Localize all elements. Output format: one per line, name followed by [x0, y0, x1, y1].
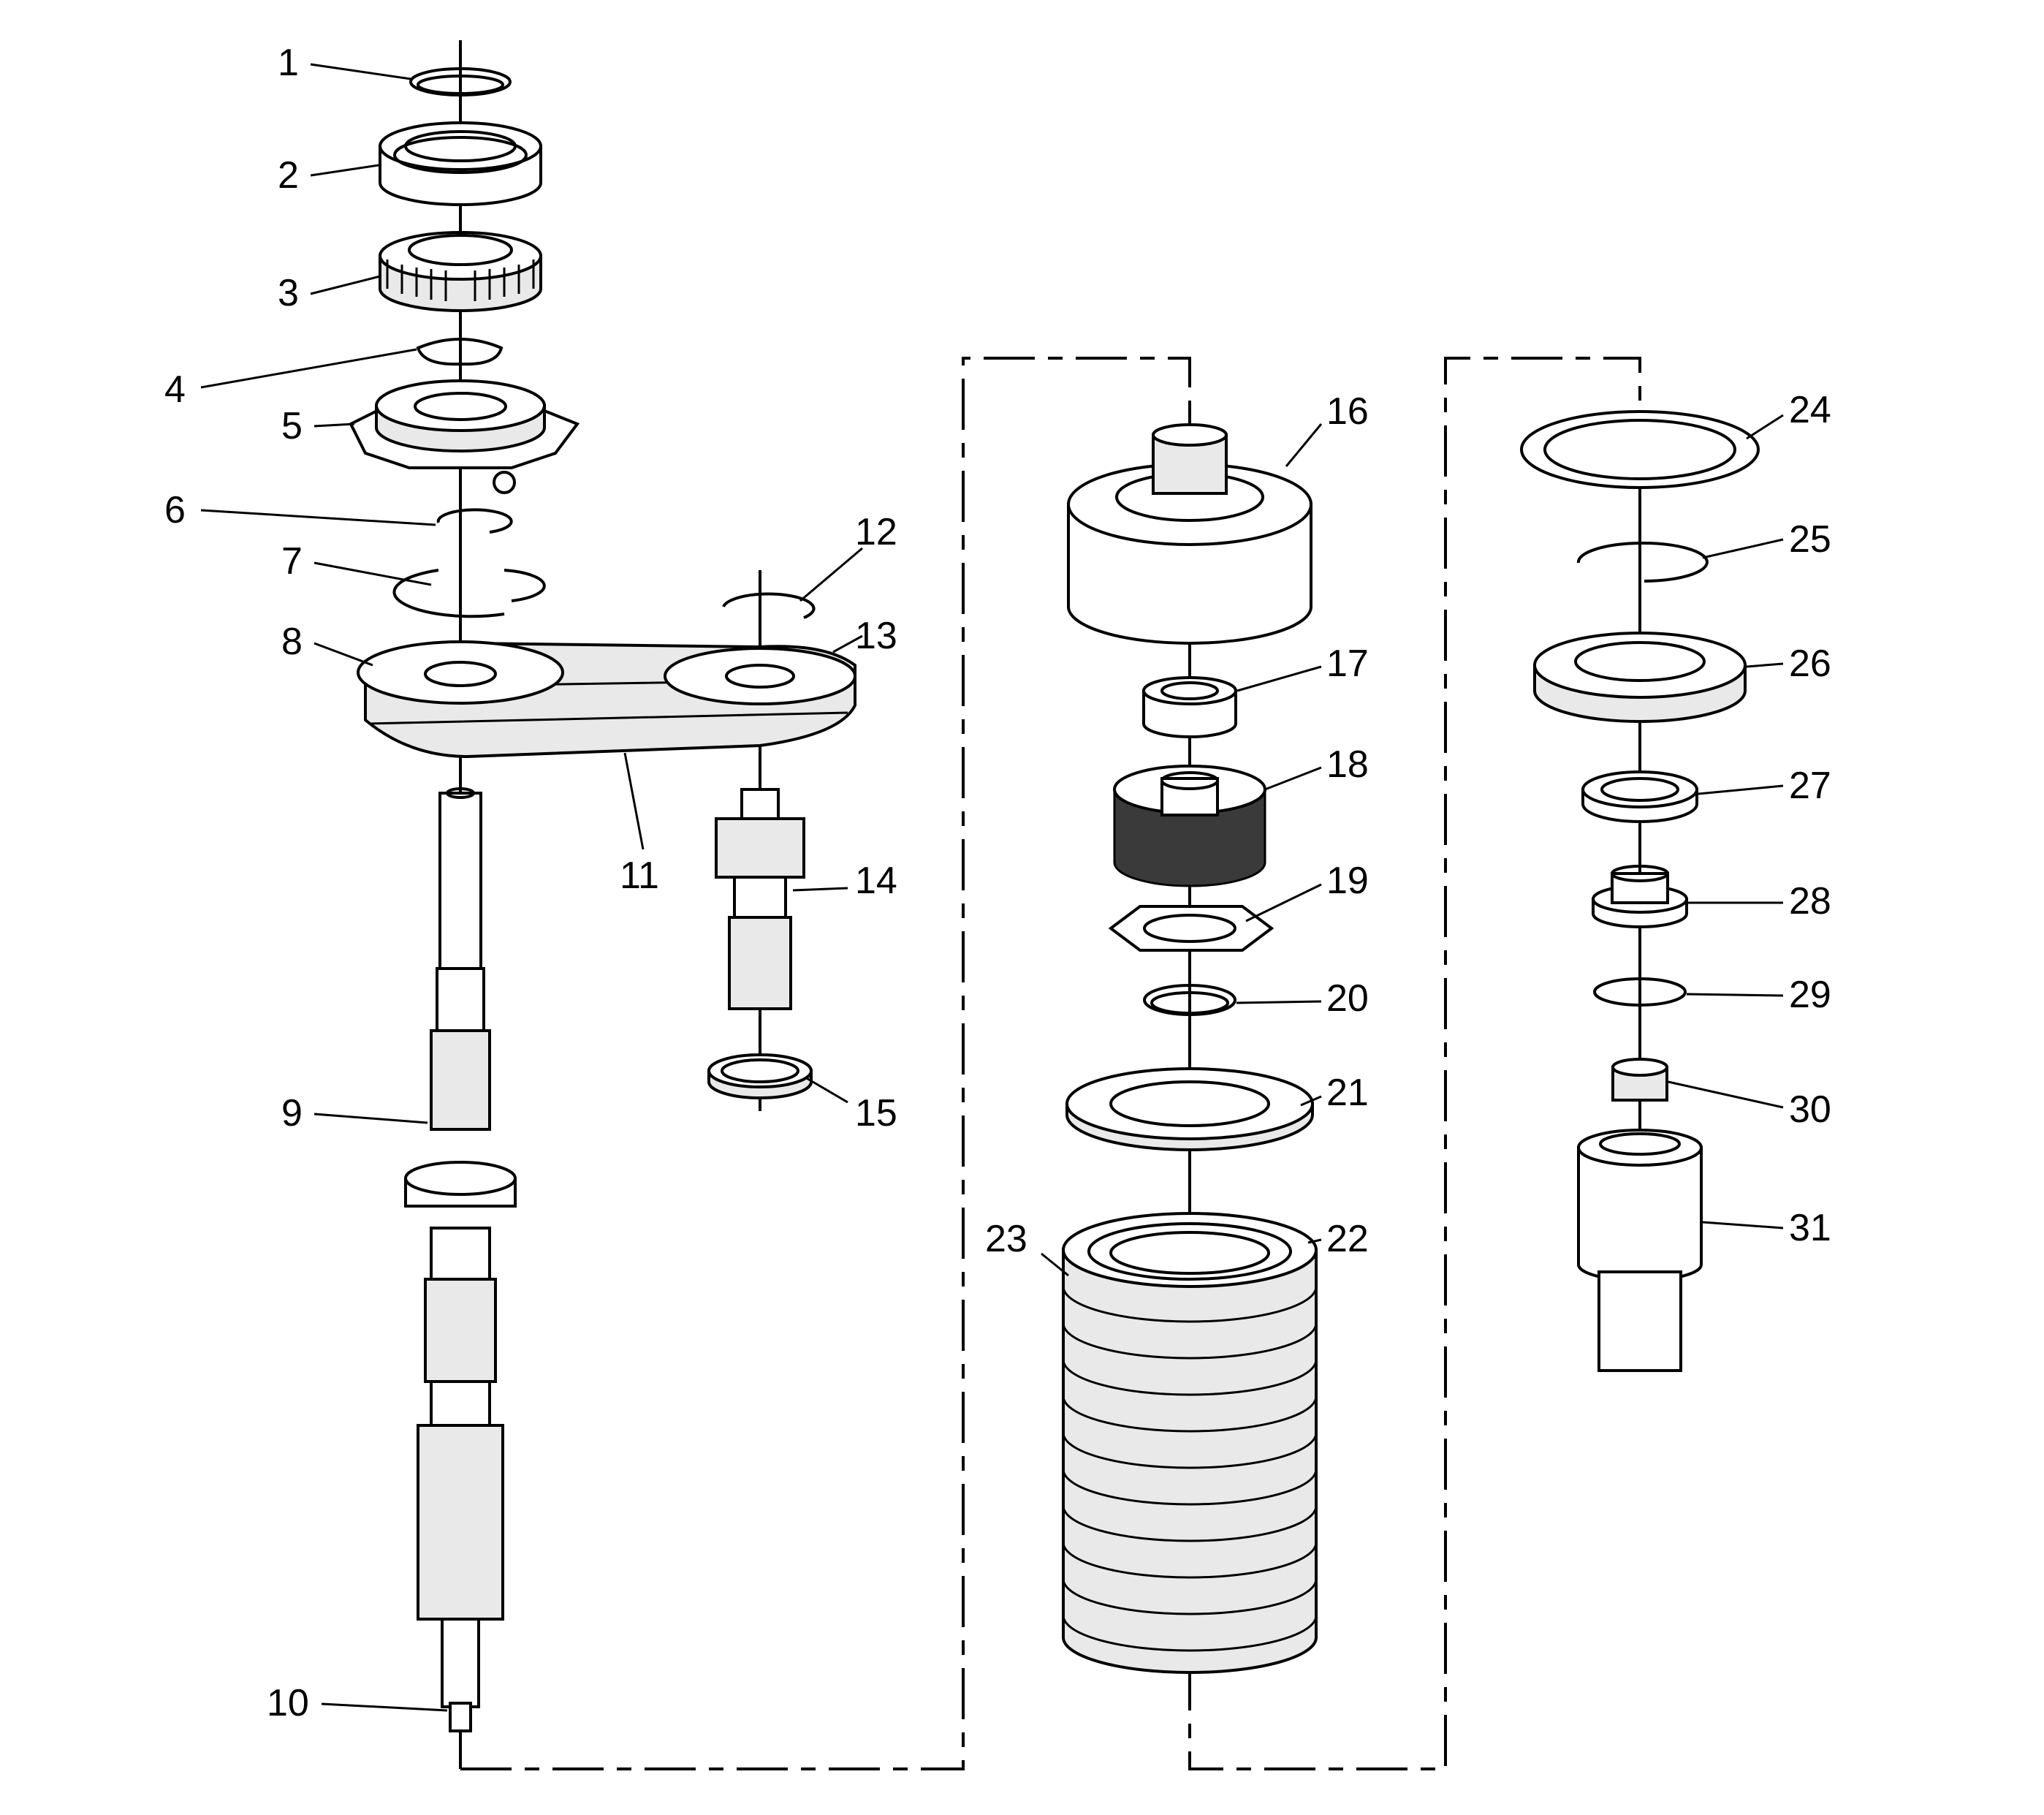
part-15-ring	[707, 1053, 813, 1099]
callout-25: 25	[1789, 518, 1831, 561]
callout-29: 29	[1789, 974, 1831, 1016]
part-4-seal-ring	[416, 338, 504, 366]
part-5-oil-pump-plate	[349, 379, 580, 494]
part-2-bearing	[379, 121, 542, 206]
callout-14: 14	[855, 860, 897, 902]
part-21-thrust-washer	[1065, 1067, 1314, 1151]
callout-20: 20	[1326, 977, 1369, 1020]
part-13-driven-sprocket	[664, 647, 856, 705]
part-30-bushing	[1611, 1058, 1668, 1102]
callout-18: 18	[1326, 743, 1369, 786]
part-8-drive-sprocket	[357, 640, 564, 705]
callout-17: 17	[1326, 643, 1369, 685]
part-9-main-shaft	[404, 787, 517, 1708]
callout-6: 6	[164, 489, 186, 531]
part-26-bearing-retainer	[1533, 632, 1747, 723]
part-6-snap-ring	[436, 508, 513, 534]
callout-1: 1	[278, 42, 299, 84]
callout-7: 7	[281, 540, 303, 583]
callout-labels: 1 2 3 4 5 6 7 8 9 10 11 12 13 14 15 16 1…	[164, 42, 1831, 1724]
callout-27: 27	[1789, 765, 1831, 807]
callout-23: 23	[985, 1218, 1027, 1260]
callout-9: 9	[281, 1092, 303, 1134]
callout-24: 24	[1789, 389, 1831, 431]
leader-lines	[200, 63, 1784, 1712]
part-16-clutch-housing	[1067, 423, 1312, 645]
callout-22: 22	[1326, 1218, 1369, 1260]
part-18-clutch-hub	[1113, 765, 1266, 887]
part-10-pilot-bearing	[449, 1702, 472, 1732]
part-20-snap-ring	[1143, 984, 1236, 1016]
callout-26: 26	[1789, 643, 1831, 685]
callout-13: 13	[855, 615, 897, 657]
part-7-snap-ring	[392, 569, 546, 618]
callout-4: 4	[164, 368, 186, 411]
callout-5: 5	[281, 405, 303, 447]
guide-lines	[459, 40, 1641, 1770]
callout-16: 16	[1326, 390, 1369, 433]
part-31-output-shaft	[1577, 1129, 1703, 1372]
callout-11: 11	[620, 855, 659, 897]
callout-19: 19	[1326, 860, 1369, 902]
callout-15: 15	[855, 1092, 897, 1134]
callout-8: 8	[281, 621, 303, 663]
callout-28: 28	[1789, 880, 1831, 922]
part-12-snap-ring	[722, 592, 816, 619]
callout-10: 10	[267, 1682, 309, 1724]
part-27-bearing	[1581, 770, 1698, 823]
part-25-snap-ring	[1576, 542, 1709, 583]
callout-31: 31	[1789, 1207, 1831, 1249]
callout-21: 21	[1326, 1072, 1369, 1114]
part-24-thrust-washer	[1520, 410, 1760, 489]
part-1-snap-ring	[409, 67, 512, 96]
part-17-bearing	[1142, 676, 1237, 738]
callout-30: 30	[1789, 1088, 1831, 1131]
part-14-front-output-shaft	[715, 788, 805, 1010]
part-28-speed-sensor-ring	[1592, 865, 1688, 928]
part-29-snap-ring	[1593, 977, 1687, 1007]
parts-22-23-clutch-pack	[1062, 1212, 1318, 1674]
part-3-gear	[379, 231, 542, 312]
part-19-lock-plate	[1108, 905, 1274, 952]
callout-12: 12	[855, 511, 897, 553]
callout-3: 3	[278, 272, 299, 314]
callout-2: 2	[278, 154, 299, 197]
